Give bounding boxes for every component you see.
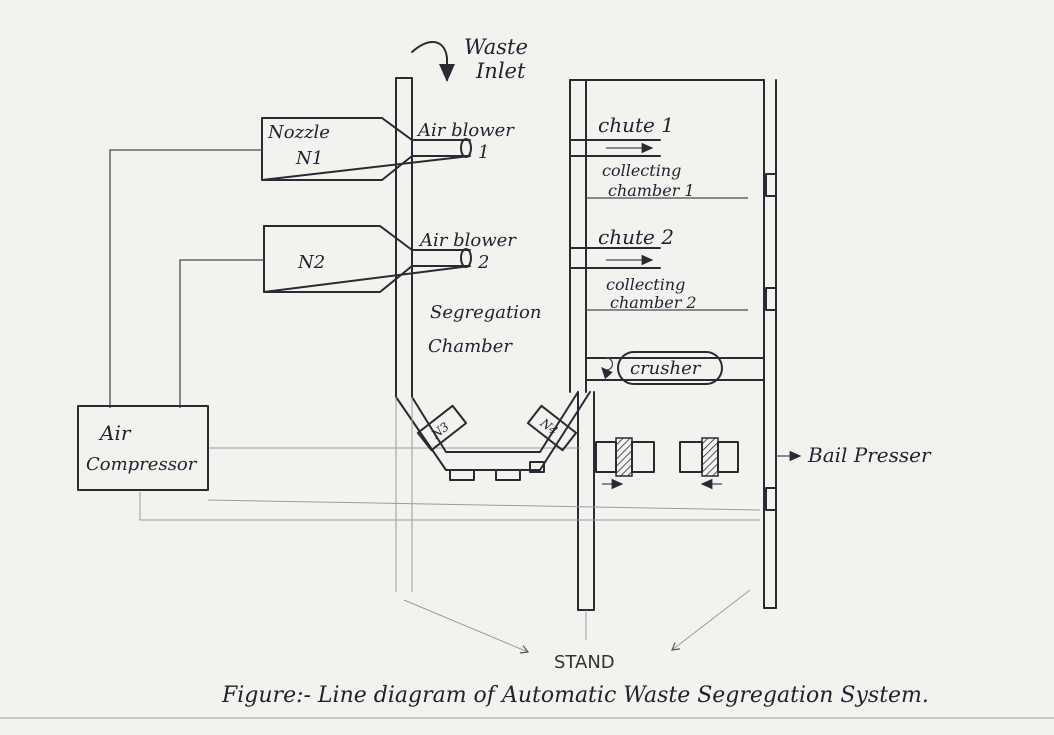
waste-inlet-arrow: [411, 41, 455, 82]
chamber-funnel: [395, 391, 591, 481]
air-blower-2-outlet: [460, 248, 472, 268]
chute-2-label: chute 2: [598, 225, 674, 249]
waste-inlet-label-1: Waste: [464, 35, 528, 59]
chute-2: [569, 247, 661, 269]
bail-presser-label: Bail Presser: [807, 443, 932, 467]
bail-presser: [595, 437, 802, 490]
segregation-label-1: Segregation: [430, 302, 541, 323]
air-compressor: [77, 405, 209, 491]
stand-label: STAND: [554, 652, 615, 673]
chute-1: [569, 139, 661, 157]
figure-caption: Figure:- Line diagram of Automatic Waste…: [221, 683, 929, 708]
segregation-label-2: Chamber: [428, 336, 513, 357]
air-blower-1-outlet: [460, 138, 472, 158]
collecting-chamber-2-label-2: chamber 2: [610, 293, 697, 312]
crusher-label: crusher: [630, 358, 702, 379]
air-compressor-label-1: Air: [98, 421, 132, 445]
stand-legs: [395, 397, 751, 654]
air-blower-2-label: Air blower: [418, 230, 517, 251]
air-compressor-label-2: Compressor: [86, 454, 198, 475]
nozzle-n3: N3: [416, 404, 468, 452]
outer-frame: [569, 79, 777, 609]
nozzle-n4: N4: [526, 404, 578, 452]
air-blower-1-number: 1: [478, 142, 489, 163]
nozzle-n2-label: N2: [297, 252, 325, 273]
collecting-chamber-1-label-1: collecting: [602, 161, 681, 180]
nozzle-n1-label-2: N1: [295, 148, 323, 169]
air-blower-2-number: 2: [477, 252, 489, 273]
nozzle-n1-label-1: Nozzle: [267, 122, 330, 143]
nozzle-n1: [261, 117, 471, 181]
collecting-chamber-2-label-1: collecting: [606, 275, 685, 294]
crusher: [585, 351, 765, 385]
nozzle-n2: [263, 225, 471, 293]
collecting-chamber-1-label-2: chamber 1: [608, 181, 695, 200]
air-supply-lines: [109, 149, 761, 521]
middle-wall: [569, 79, 595, 611]
left-wall: [395, 77, 413, 398]
chute-1-label: chute 1: [598, 113, 674, 137]
waste-inlet-label-2: Inlet: [475, 59, 526, 83]
air-blower-1-label: Air blower: [416, 120, 515, 141]
